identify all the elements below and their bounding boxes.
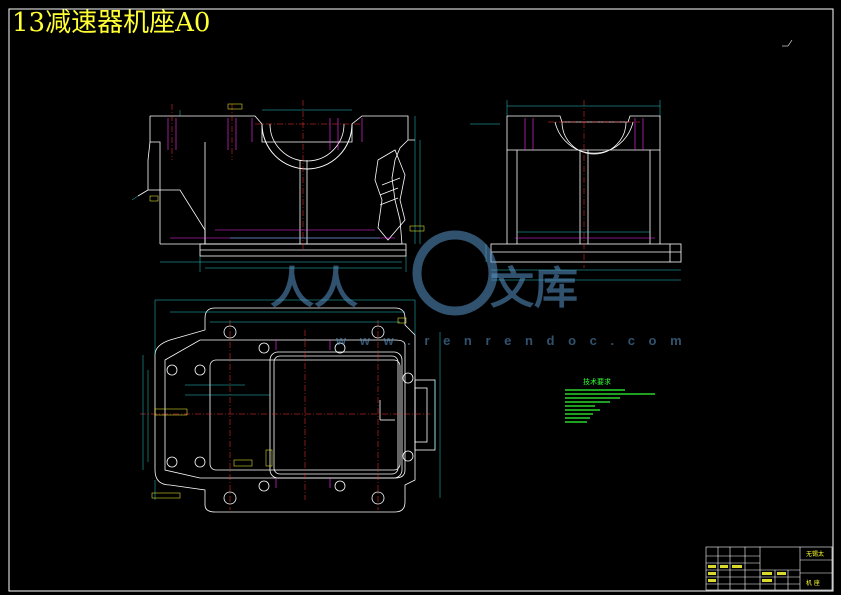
side-view [490,115,682,263]
front-view [137,115,415,257]
watermark-right-text: 文库 [490,264,578,313]
tech-requirements-lines [565,389,655,423]
front-view-centerlines [171,100,360,250]
watermark-url: w w w . r e n r e n d o c . c o m [336,333,687,348]
title-block-company: 无锡太 [806,551,825,558]
front-view-labels [149,103,425,232]
title-block-part-name: 机 座 [806,580,820,587]
watermark-left-text: 人人 [270,264,358,313]
top-view-dimensions [142,299,441,500]
roughness-mark [782,39,793,47]
side-view-hidden [515,118,655,239]
side-view-centerlines [548,100,640,268]
top-view-labels [151,317,407,499]
drawing-title: 13减速器机座A0 [12,8,211,38]
front-view-dimensions [131,109,421,272]
top-view-hidden [275,340,331,488]
watermark-logo-icon [412,230,498,316]
top-view-centerlines [140,320,430,510]
front-view-hidden [167,118,395,239]
title-block [705,546,833,591]
sheet-border [8,8,834,592]
tech-requirements-title: 技术要求 [583,378,611,386]
title-block-fills [708,565,786,582]
